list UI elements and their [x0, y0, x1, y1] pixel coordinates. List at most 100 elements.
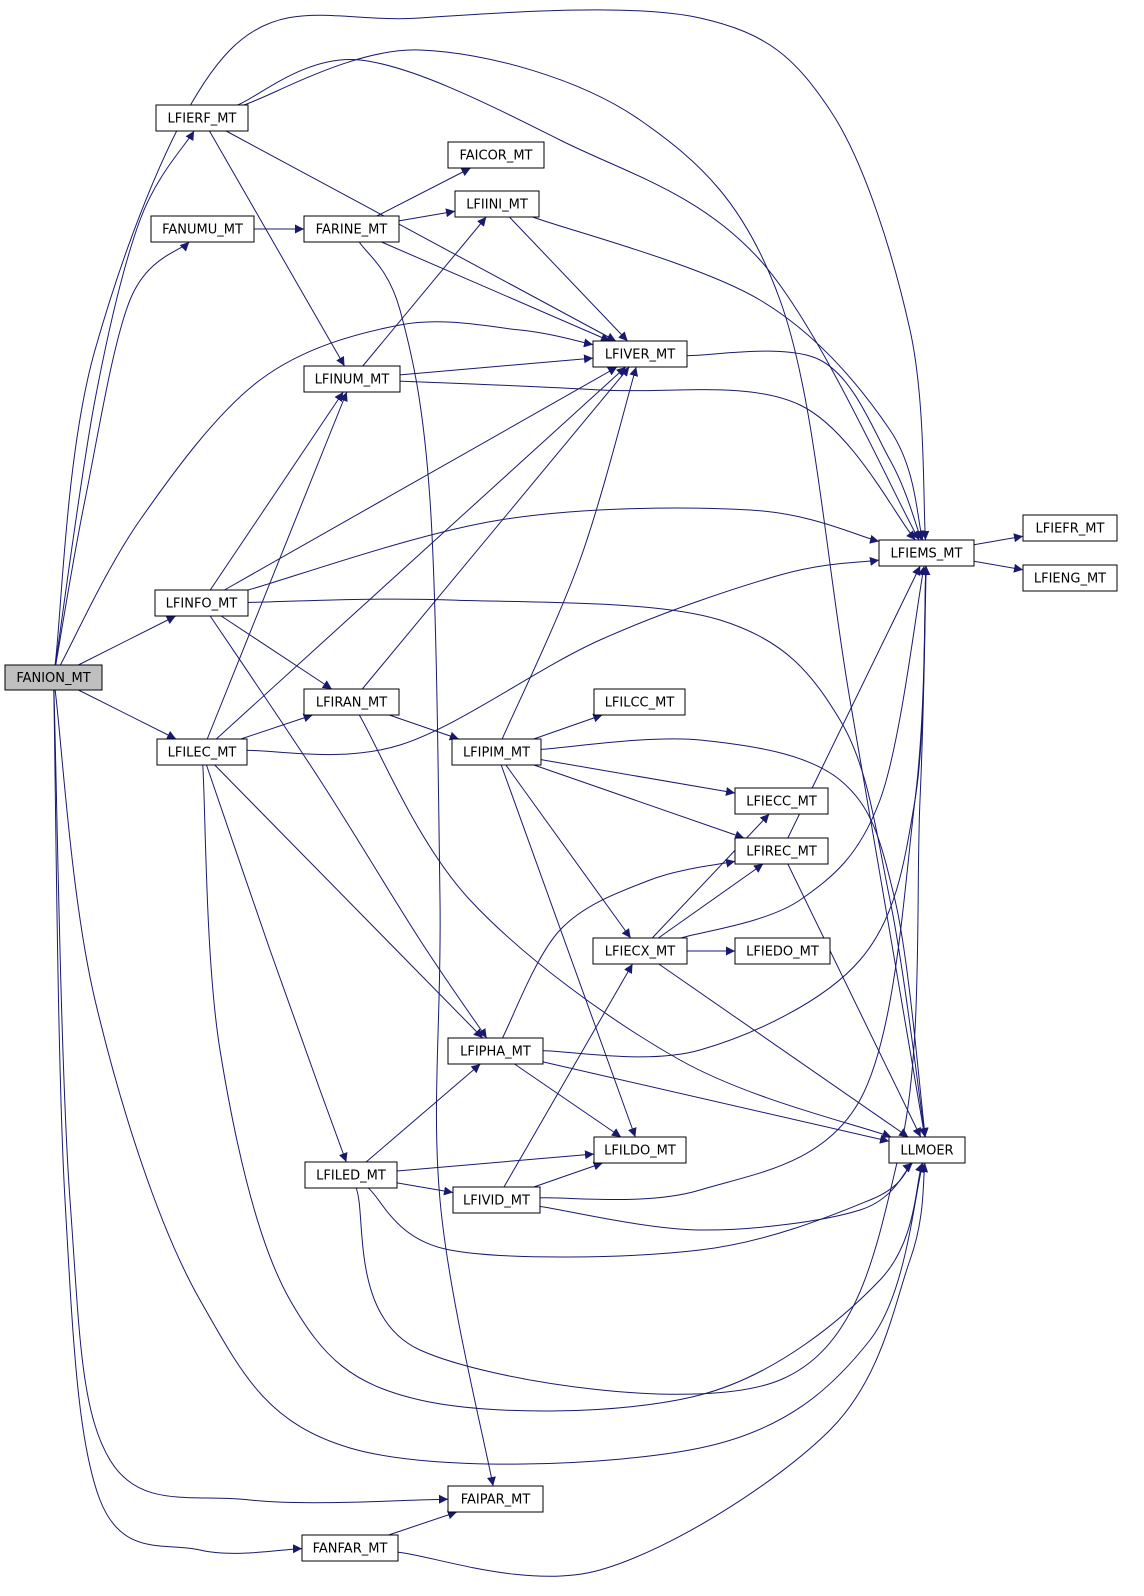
edge-lfiled-mt-to-lfiems-mt	[355, 565, 931, 1395]
edge-lfierf-mt-to-lfinum-mt	[209, 130, 345, 367]
node-box[interactable]	[593, 1136, 687, 1164]
node-lfiefr-mt[interactable]: LFIEFR_MT	[1022, 514, 1118, 542]
node-label: LFIEDO_MT	[746, 945, 819, 960]
node-fanfar-mt[interactable]: FANFAR_MT	[301, 1534, 399, 1562]
node-lfinum-mt[interactable]: LFINUM_MT	[303, 365, 401, 393]
node-lfildo-mt[interactable]: LFILDO_MT	[593, 1136, 687, 1164]
node-label: LFIINI_MT	[466, 198, 528, 213]
edge-lfiran-mt-to-lfipim-mt	[389, 714, 459, 741]
node-lfierf-mt[interactable]: LFIERF_MT	[155, 104, 249, 132]
node-label: LFIPIM_MT	[463, 746, 530, 761]
node-box[interactable]	[454, 190, 540, 218]
node-box[interactable]	[1022, 514, 1118, 542]
node-label: FAIPAR_MT	[461, 1493, 531, 1508]
node-lfiini-mt[interactable]: LFIINI_MT	[454, 190, 540, 218]
node-box[interactable]	[303, 365, 401, 393]
node-label: LFINUM_MT	[315, 373, 390, 388]
edge-lfiran-mt-to-lfiver-mt	[361, 366, 630, 690]
node-lfipim-mt[interactable]: LFIPIM_MT	[451, 738, 542, 766]
node-lfiran-mt[interactable]: LFIRAN_MT	[303, 688, 400, 716]
node-llmoer[interactable]: LLMOER	[888, 1136, 966, 1164]
edge-lfiini-mt-to-lfiems-mt	[532, 216, 925, 541]
node-fanumu-mt[interactable]: FANUMU_MT	[150, 215, 255, 243]
node-box[interactable]	[155, 104, 249, 132]
node-lfilcc-mt[interactable]: LFILCC_MT	[593, 688, 686, 716]
edge-fanion-mt-to-lfiems-mt	[54, 9, 930, 666]
node-box[interactable]	[447, 1485, 544, 1513]
edge-lfirec-mt-to-llmoer	[787, 863, 922, 1138]
edge-fanion-mt-to-fanfar-mt	[53, 689, 303, 1554]
node-label: FANFAR_MT	[313, 1542, 388, 1557]
node-lfiled-mt[interactable]: LFILED_MT	[304, 1161, 398, 1189]
edge-lfinfo-mt-to-lfiver-mt	[224, 366, 618, 591]
node-label: LFIEMS_MT	[891, 547, 963, 562]
node-box[interactable]	[734, 837, 829, 865]
node-label: LFIRAN_MT	[316, 696, 387, 711]
node-box[interactable]	[452, 1186, 541, 1214]
node-box[interactable]	[154, 589, 249, 617]
node-box[interactable]	[303, 215, 400, 243]
edge-lfilec-mt-to-lfiver-mt	[215, 366, 627, 740]
edge-lfiini-mt-to-lfiver-mt	[509, 216, 628, 342]
node-label: LFIEFR_MT	[1036, 522, 1105, 537]
node-box[interactable]	[734, 787, 829, 815]
edge-lfinfo-mt-to-lfipha-mt	[209, 615, 488, 1039]
node-box[interactable]	[593, 688, 686, 716]
node-lfipha-mt[interactable]: LFIPHA_MT	[447, 1037, 544, 1065]
node-box[interactable]	[592, 340, 688, 368]
edge-farine-mt-to-faicor-mt	[376, 167, 471, 217]
node-label: LFILED_MT	[316, 1169, 386, 1184]
node-box[interactable]	[451, 738, 542, 766]
edge-lfipha-mt-to-llmoer	[542, 1061, 890, 1144]
node-box[interactable]	[150, 215, 255, 243]
node-label: LFIECX_MT	[605, 945, 675, 960]
edge-lfilec-mt-to-lfiran-mt	[240, 713, 313, 740]
edge-lfiver-mt-to-lfiems-mt	[686, 350, 923, 541]
node-lfieng-mt[interactable]: LFIENG_MT	[1022, 564, 1118, 592]
node-lfiecc-mt[interactable]: LFIECC_MT	[734, 787, 829, 815]
node-box[interactable]	[447, 1037, 544, 1065]
edge-lfipim-mt-to-lfirec-mt	[533, 764, 745, 840]
edge-lfivid-mt-to-lfiecx-mt	[503, 963, 633, 1188]
edge-farine-mt-to-lfiver-mt	[381, 241, 611, 342]
edge-lfilec-mt-to-llmoer	[202, 764, 924, 1412]
node-farine-mt[interactable]: FARINE_MT	[303, 215, 400, 243]
edge-lfipim-mt-to-llmoer	[540, 738, 929, 1138]
edge-lfilec-mt-to-lfipha-mt	[214, 764, 484, 1039]
edge-lfiecx-mt-to-llmoer	[658, 963, 909, 1138]
node-box[interactable]	[303, 688, 400, 716]
node-box[interactable]	[301, 1534, 399, 1562]
node-lfirec-mt[interactable]: LFIREC_MT	[734, 837, 829, 865]
edge-layer	[53, 9, 1024, 1577]
edge-lfivid-mt-to-lfildo-mt	[533, 1161, 603, 1188]
edge-lfipha-mt-to-lfirec-mt	[501, 858, 736, 1039]
edge-lfilec-mt-to-lfinum-mt	[206, 391, 348, 740]
node-box[interactable]	[734, 937, 831, 965]
node-box[interactable]	[156, 738, 248, 766]
node-box[interactable]	[447, 141, 545, 169]
edge-farine-mt-to-lfiini-mt	[398, 208, 456, 222]
node-lfiems-mt[interactable]: LFIEMS_MT	[878, 539, 975, 567]
edge-fanfar-mt-to-faipar-mt	[388, 1510, 458, 1536]
node-lfivid-mt[interactable]: LFIVID_MT	[452, 1186, 541, 1214]
node-box[interactable]	[878, 539, 975, 567]
node-lfinfo-mt[interactable]: LFINFO_MT	[154, 589, 249, 617]
node-faipar-mt[interactable]: FAIPAR_MT	[447, 1485, 544, 1513]
node-label: FAICOR_MT	[459, 149, 532, 164]
node-box[interactable]	[592, 937, 688, 965]
node-faicor-mt[interactable]: FAICOR_MT	[447, 141, 545, 169]
node-fanion-mt[interactable]: FANION_MT	[4, 664, 103, 691]
node-lfilec-mt[interactable]: LFILEC_MT	[156, 738, 248, 766]
node-lfiedo-mt[interactable]: LFIEDO_MT	[734, 937, 831, 965]
node-box[interactable]	[4, 664, 103, 691]
node-lfiver-mt[interactable]: LFIVER_MT	[592, 340, 688, 368]
node-lfiecx-mt[interactable]: LFIECX_MT	[592, 937, 688, 965]
node-label: LFIECC_MT	[746, 795, 817, 810]
edge-lfinfo-mt-to-lfiems-mt	[247, 507, 880, 591]
node-box[interactable]	[1022, 564, 1118, 592]
node-box[interactable]	[888, 1136, 966, 1164]
node-box[interactable]	[304, 1161, 398, 1189]
node-label: LFIPHA_MT	[460, 1045, 531, 1060]
edge-lfipim-mt-to-lfiecc-mt	[540, 759, 736, 796]
